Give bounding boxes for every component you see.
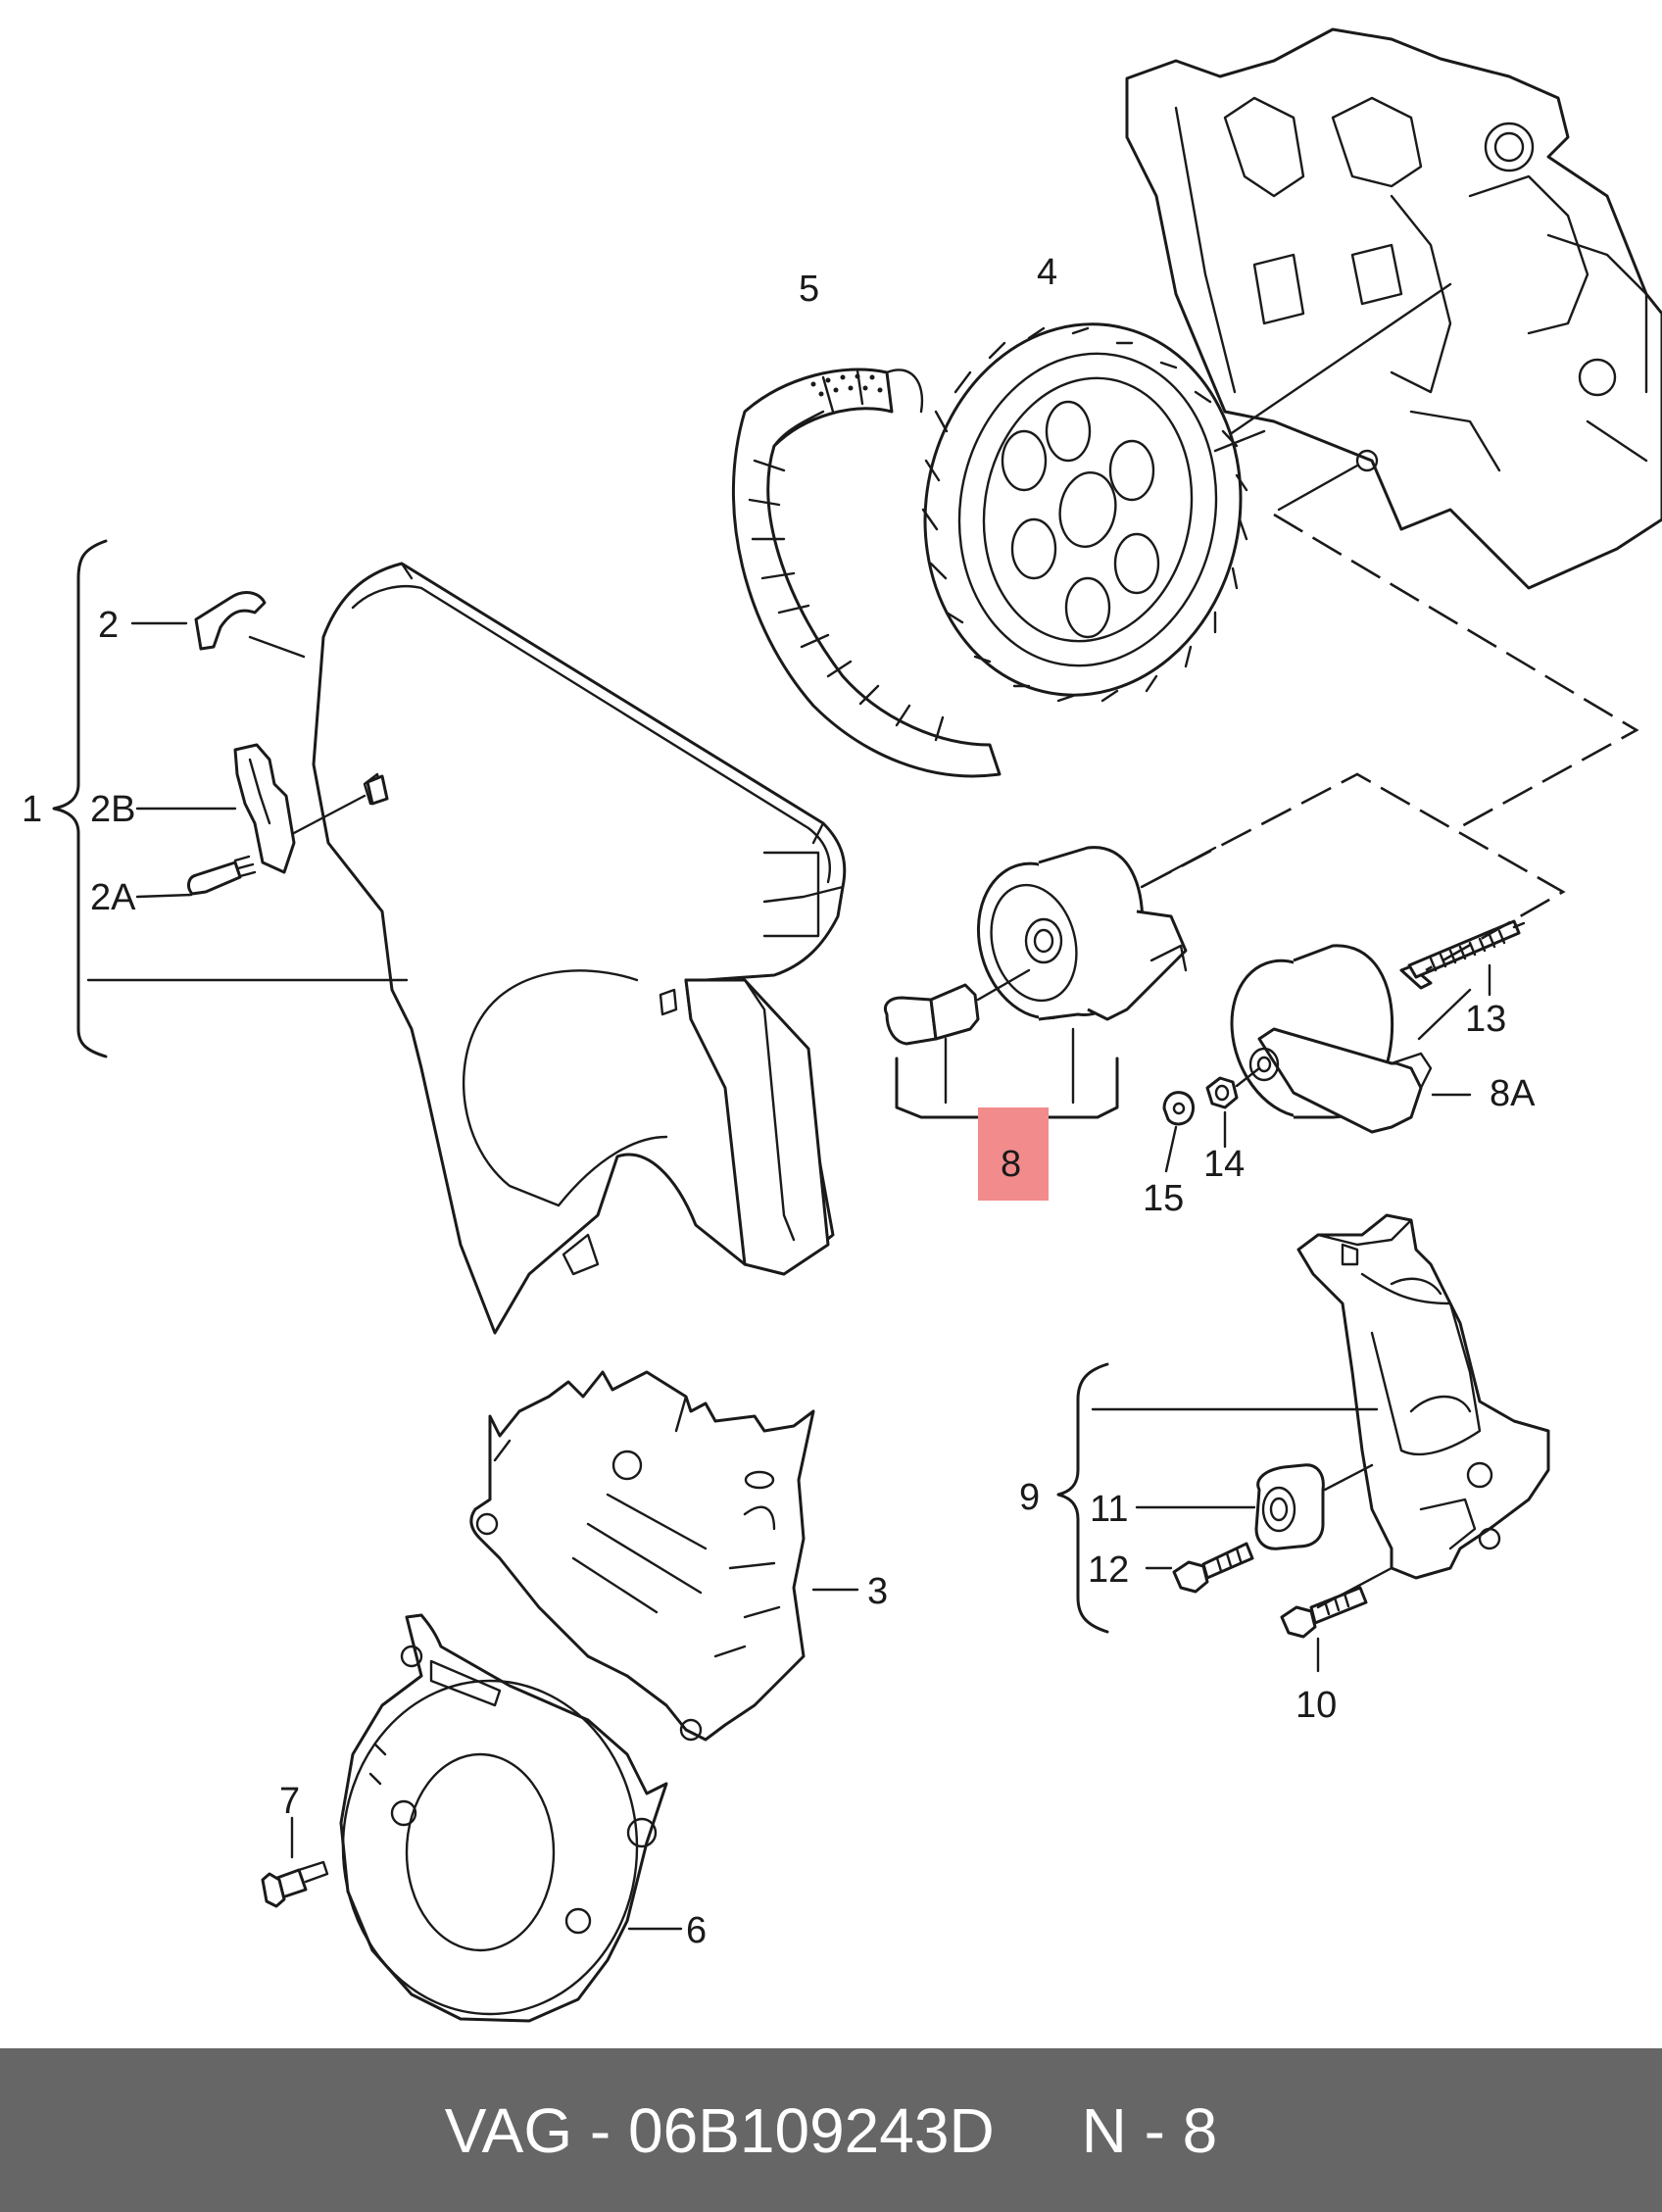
rear-cover-plate [261,1613,683,2023]
clip-and-bracket-group [187,591,389,896]
callout-4: 4 [1037,252,1057,293]
callout-10: 10 [1295,1685,1337,1726]
footer-separator: - [572,2094,629,2166]
left-leader-lines [52,539,409,1058]
callout-2a: 2A [90,877,136,918]
engine-block [1125,27,1662,590]
callout-labels: 1 2 2B 2A 3 4 5 6 7 8 8A 9 10 11 12 13 1… [22,252,1536,1951]
bracket-assembly [1056,1213,1550,1673]
callout-5: 5 [799,269,819,310]
callout-8a: 8A [1490,1073,1536,1114]
footer-gap [995,2094,1082,2167]
callout-14: 14 [1203,1144,1245,1185]
footer-part-number: 06B109243D [628,2094,995,2166]
callout-13: 13 [1465,999,1506,1040]
footer-brand: VAG [444,2094,573,2166]
callout-7: 7 [279,1781,300,1822]
callout-15: 15 [1143,1178,1184,1219]
callout-3: 3 [867,1571,888,1612]
camshaft-sprocket [921,322,1266,703]
upper-timing-belt-cover [312,562,847,1335]
callout-11: 11 [1090,1489,1128,1530]
lower-timing-belt-cover [469,1370,859,1742]
exploded-parts-diagram: 1 2 2B 2A 3 4 5 6 7 8 8A 9 10 11 12 13 1… [22,27,1662,2023]
callout-9: 9 [1019,1477,1040,1518]
callout-2b: 2B [90,789,135,830]
tensioner-pulley [884,846,1217,1131]
idler-pulley-assembly [1162,919,1526,1173]
footer-bar: VAG - 06B109243D N - 8 [0,2048,1662,2212]
timing-belt [731,368,1002,778]
callout-8: 8 [1001,1144,1021,1185]
callout-1: 1 [22,789,42,830]
footer-position: N - 8 [1081,2094,1218,2166]
callout-12: 12 [1088,1549,1129,1591]
callout-6: 6 [686,1910,707,1951]
highlight-box [978,1107,1049,1201]
dashed-leaders [1141,513,1639,972]
callout-2: 2 [98,605,119,646]
